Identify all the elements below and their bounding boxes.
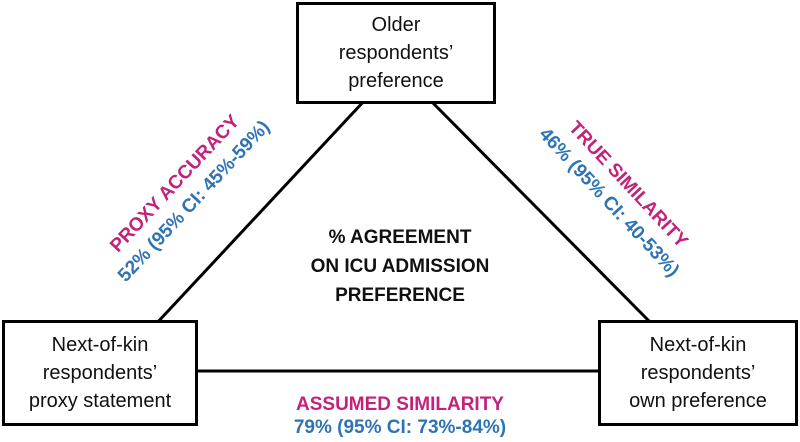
node-left-line-2: respondents’ bbox=[42, 362, 158, 384]
node-top-line-1: Older bbox=[371, 14, 421, 36]
assumed-similarity-title: ASSUMED SIMILARITY bbox=[296, 394, 504, 415]
center-line-3: PREFERENCE bbox=[335, 285, 465, 306]
node-right-line-1: Next-of-kin bbox=[649, 334, 747, 356]
node-left-line-3: proxy statement bbox=[28, 390, 172, 412]
center-caption: % AGREEMENT ON ICU ADMISSION PREFERENCE bbox=[275, 223, 525, 310]
assumed-similarity-value: 79% (95% CI: 73%-84%) bbox=[293, 417, 507, 438]
node-right-line-3: own preference bbox=[629, 390, 767, 412]
center-line-1: % AGREEMENT bbox=[328, 227, 472, 248]
node-next-of-kin-proxy: Next-of-kin respondents’ proxy statement bbox=[2, 320, 198, 426]
edge-top-right bbox=[428, 98, 652, 324]
node-top-line-3: preference bbox=[348, 70, 444, 92]
edge-top-left bbox=[153, 98, 367, 327]
node-next-of-kin-own: Next-of-kin respondents’ own preference bbox=[598, 320, 798, 426]
center-line-2: ON ICU ADMISSION bbox=[310, 256, 490, 277]
node-top-line-2: respondents’ bbox=[338, 42, 454, 64]
edge-bottom-label: ASSUMED SIMILARITY 79% (95% CI: 73%-84%) bbox=[250, 393, 550, 439]
node-left-line-1: Next-of-kin bbox=[51, 334, 149, 356]
node-older-respondents: Older respondents’ preference bbox=[296, 2, 496, 104]
node-right-line-2: respondents’ bbox=[640, 362, 756, 384]
